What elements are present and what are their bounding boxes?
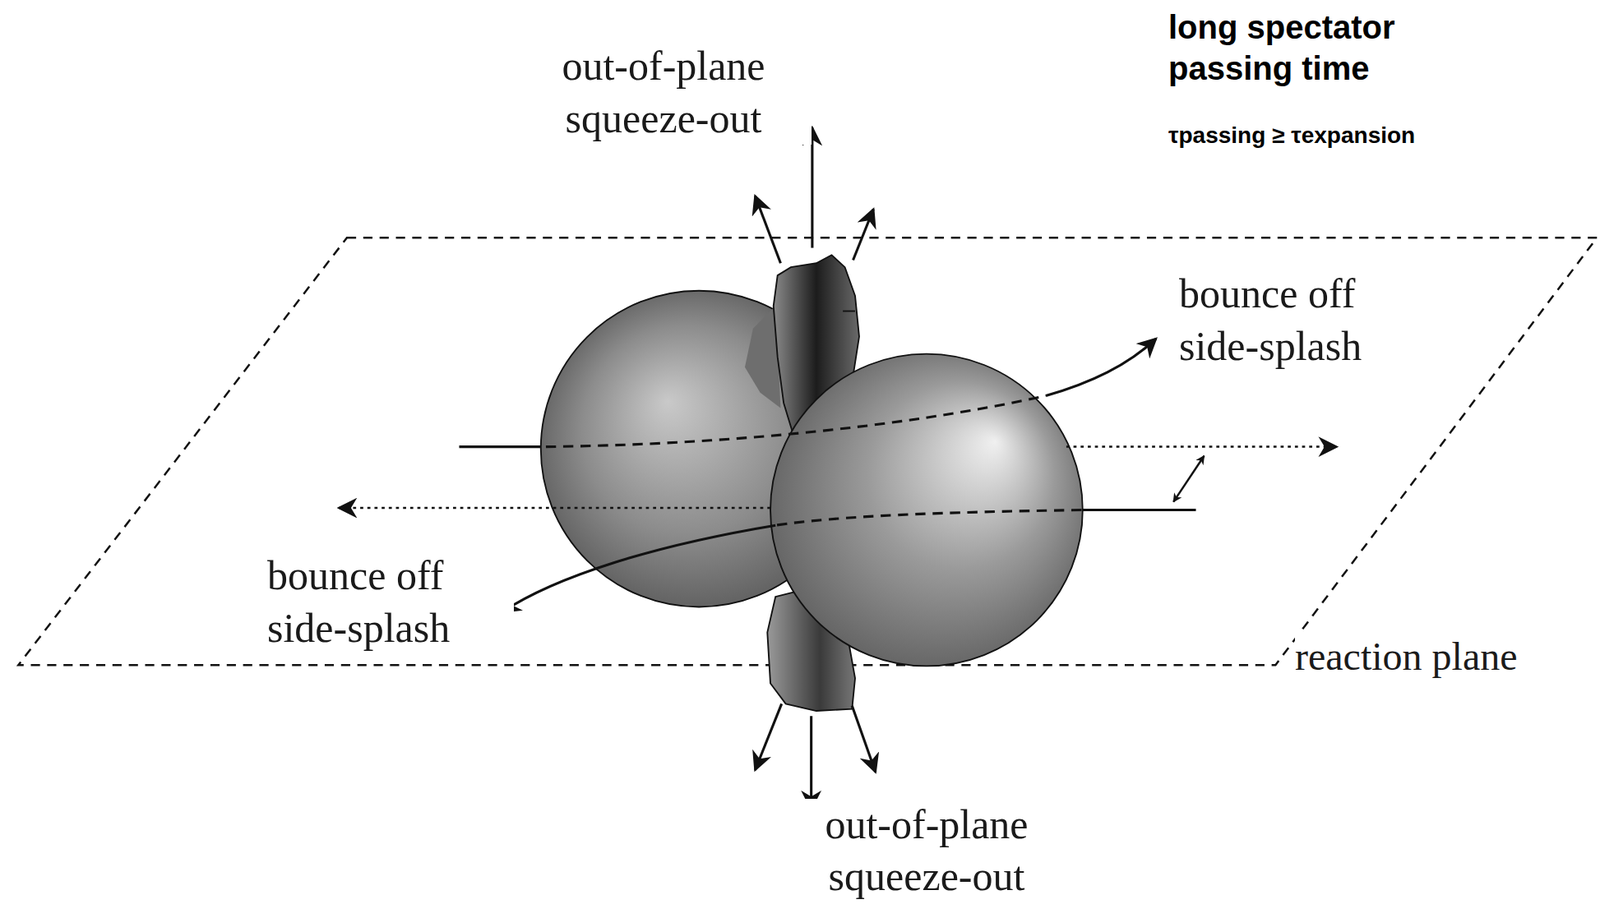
flow-label: bounce off side-splash [267, 549, 514, 655]
flow-label: out-of-plane squeeze-out [778, 799, 1075, 902]
deflected-tracks [502, 338, 1157, 613]
nucleus-right [770, 354, 1083, 667]
formula: τpassing ≥ τexpansion [1168, 121, 1416, 150]
flow-label: out-of-plane squeeze-out [515, 39, 812, 145]
plane-label: reaction plane [1294, 633, 1518, 681]
title-note: long spectator passing time [1168, 6, 1465, 89]
impact-parameter [1173, 456, 1204, 503]
fragment-mark [842, 310, 856, 313]
flow-label: bounce off side-splash [1179, 267, 1426, 373]
spectator-arrows [338, 447, 1337, 509]
squeeze-arrows [754, 127, 875, 810]
